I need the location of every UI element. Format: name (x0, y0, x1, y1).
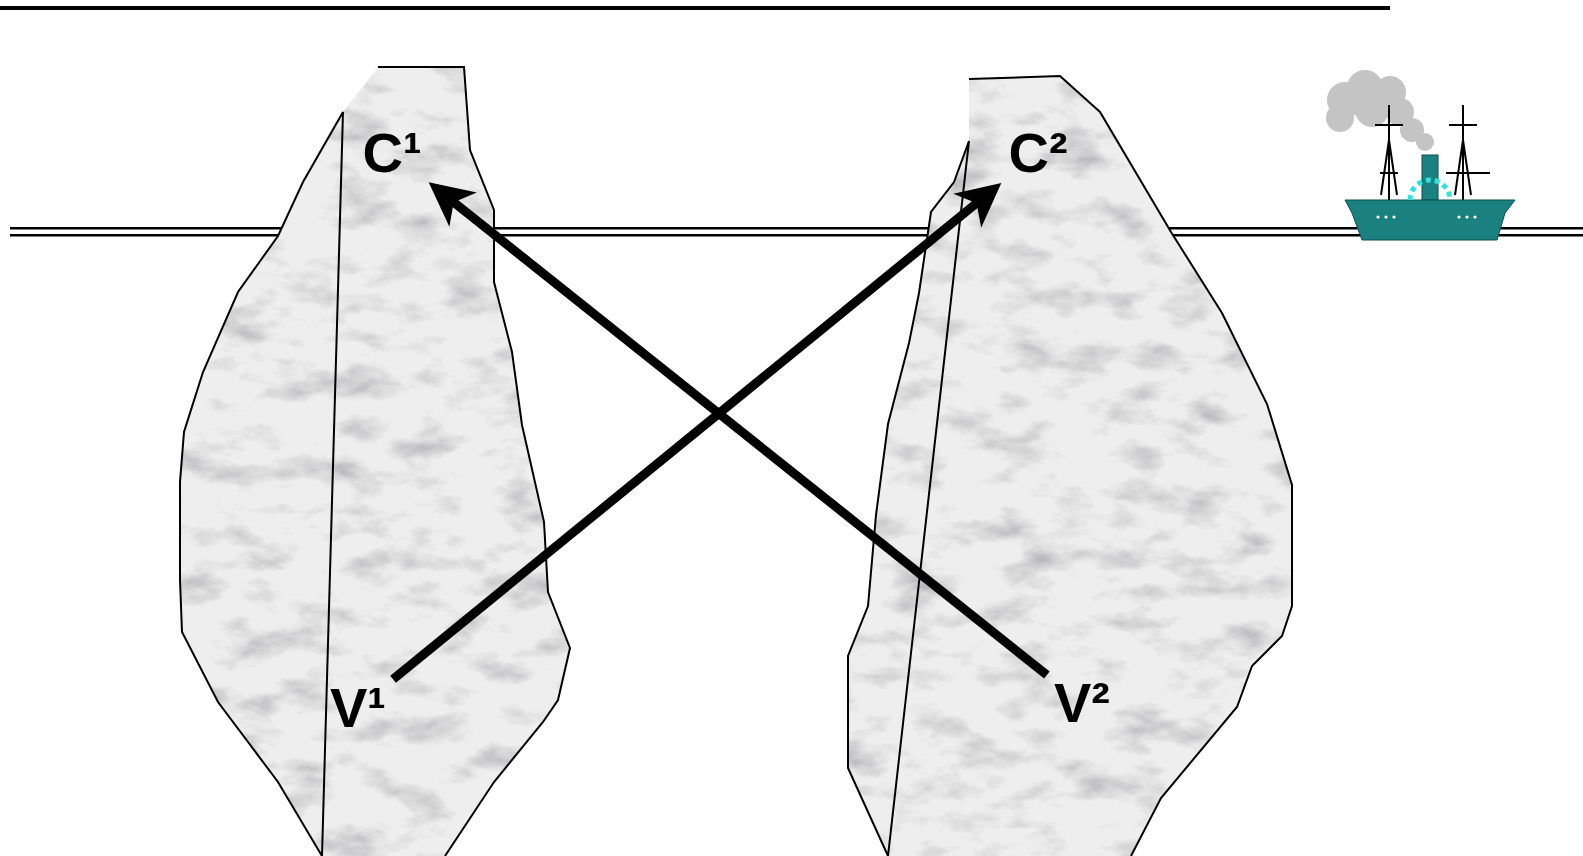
point-label: V¹ (326, 677, 390, 740)
point-label: C² (1004, 122, 1071, 185)
arrow-line (393, 203, 976, 679)
arrow-line (454, 202, 1047, 675)
iceberg (150, 50, 600, 856)
point-name: V² (1054, 671, 1110, 734)
iceberg (820, 50, 1320, 856)
point-name: C¹ (362, 121, 421, 184)
point-label: V² (1050, 672, 1114, 735)
steamship (1326, 70, 1515, 240)
water-line (10, 234, 1583, 237)
point-label: C¹ (358, 122, 425, 185)
arrow-connector (393, 183, 1001, 679)
iceberg-outline (180, 67, 570, 856)
arrow-head (953, 183, 1001, 228)
water-line (10, 227, 1583, 230)
point-name: C² (1008, 121, 1067, 184)
iceberg-outline (848, 76, 1292, 856)
top-line (0, 6, 1390, 10)
arrow-connector (429, 182, 1047, 675)
arrow-head (429, 182, 477, 227)
point-name: V¹ (330, 676, 386, 739)
